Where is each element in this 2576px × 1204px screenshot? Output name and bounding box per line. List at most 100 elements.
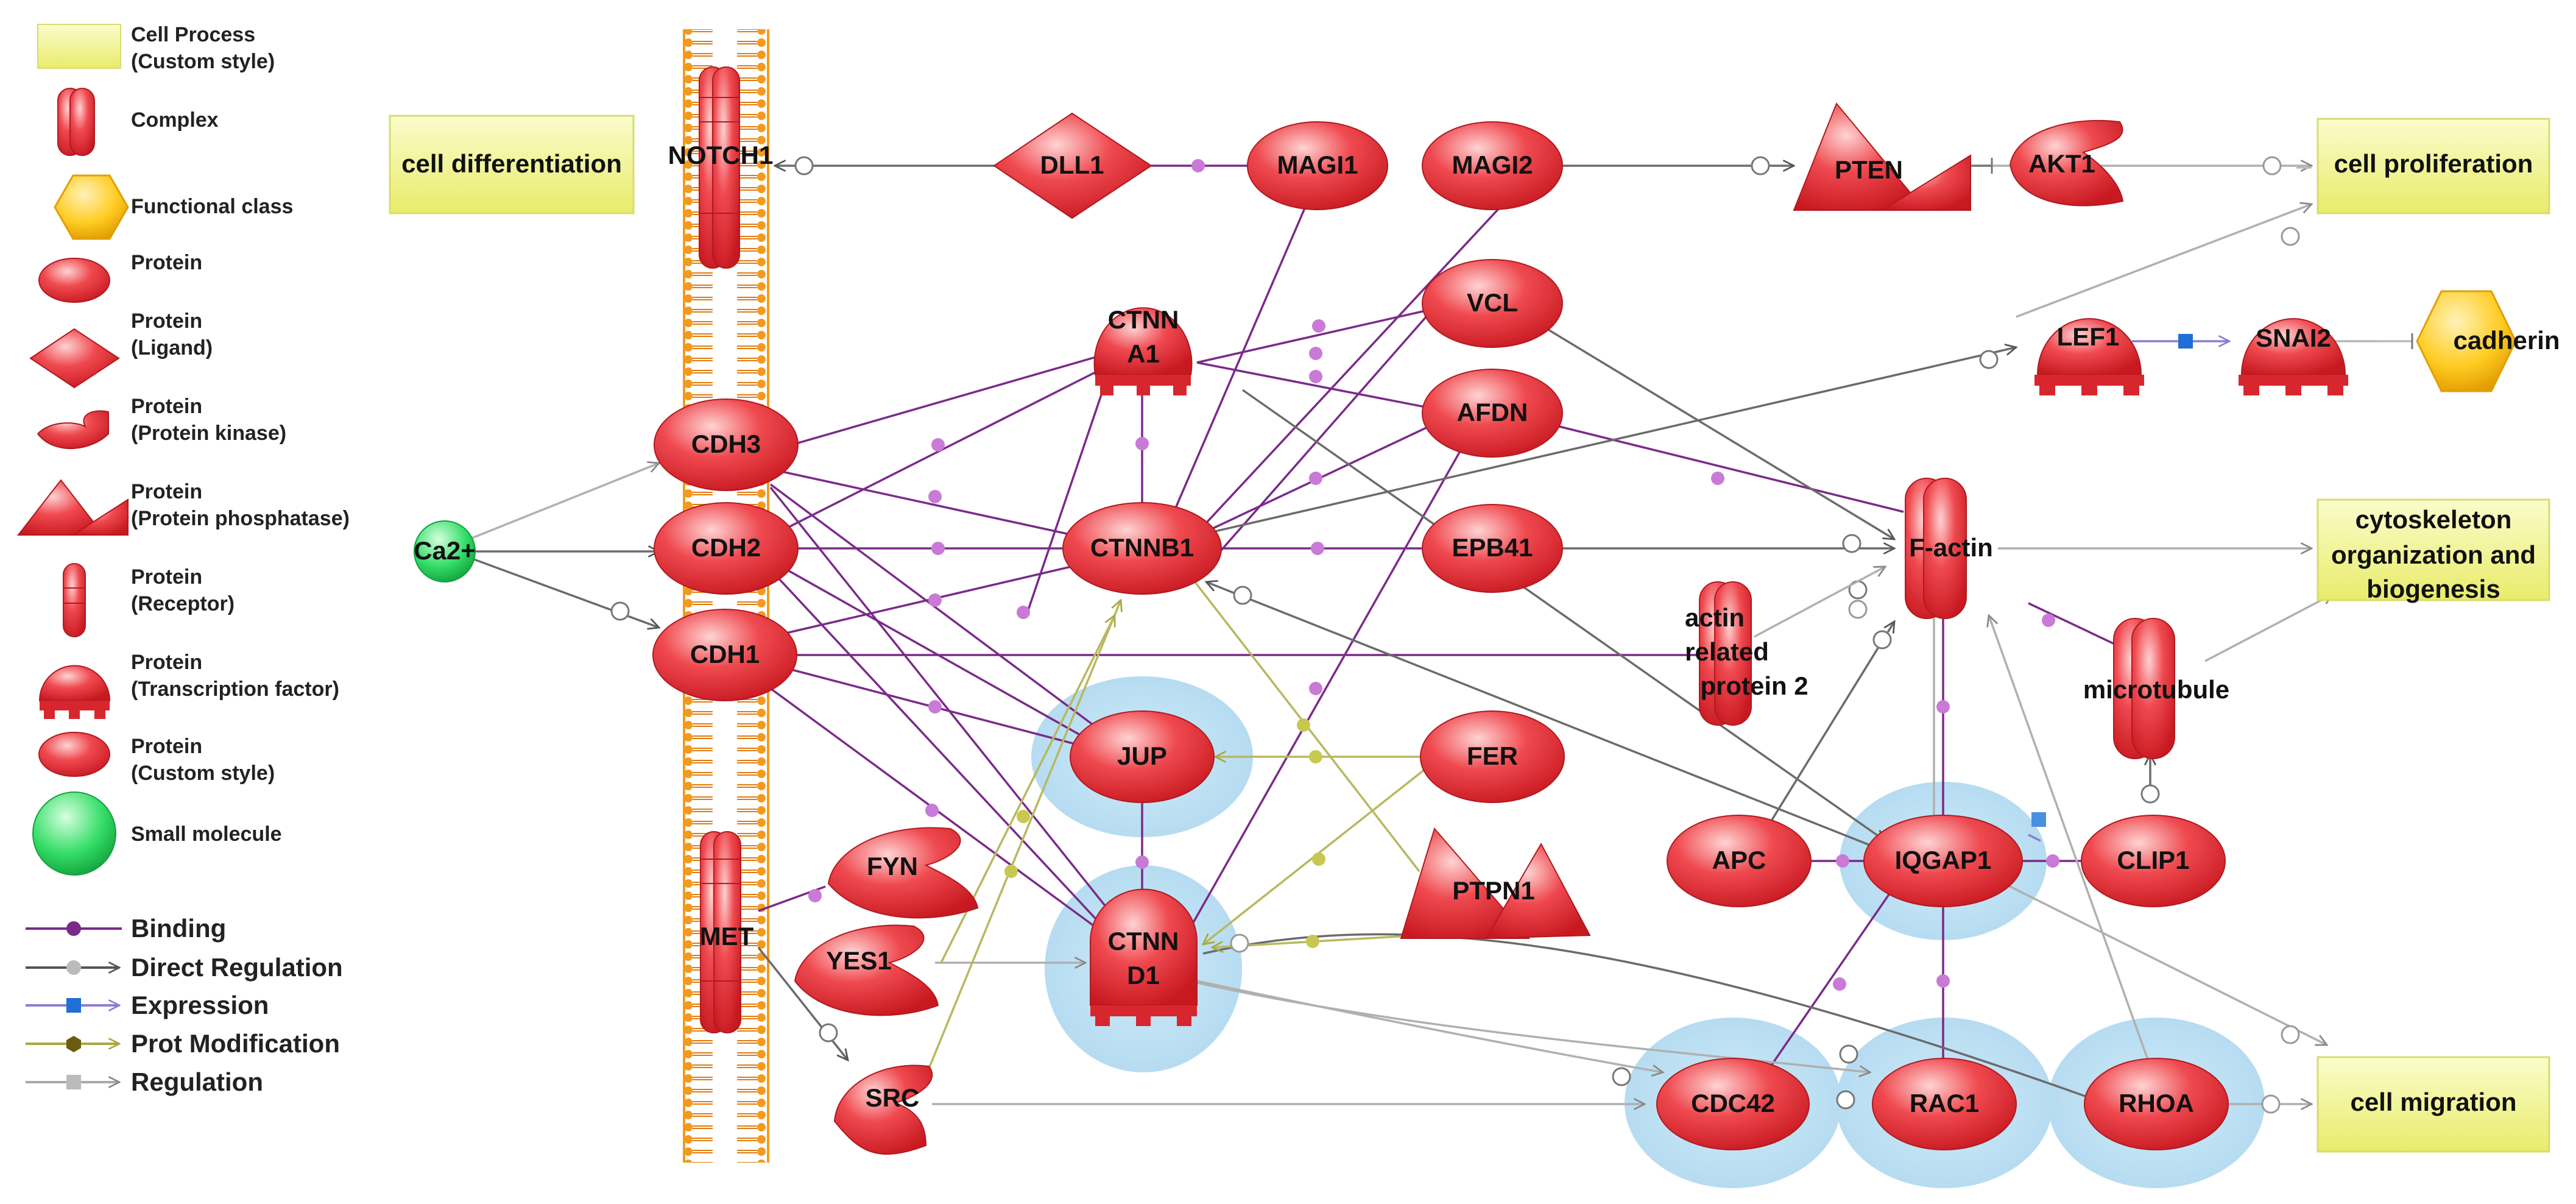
node-yes1[interactable]: YES1 [794, 924, 939, 1016]
svg-text:Protein: Protein [131, 565, 202, 589]
node-met[interactable]: MET [700, 831, 754, 1033]
svg-text:Protein: Protein [131, 735, 202, 758]
node-microtubule[interactable]: microtubule [2083, 618, 2229, 759]
node-actin-related-protein-2[interactable]: actin related protein 2 [1685, 581, 1808, 726]
direct-regulation-dots [610, 156, 2160, 1110]
legend-edge-prot-modification: Prot Modification [26, 1029, 340, 1058]
svg-text:(Receptor): (Receptor) [131, 592, 235, 615]
legend-protein-custom: Protein (Custom style) [38, 732, 275, 785]
node-ctnnb1[interactable]: CTNNB1 [1062, 502, 1222, 595]
protein-icon [38, 258, 110, 303]
svg-text:Functional class: Functional class [131, 195, 293, 218]
svg-text:microtubule: microtubule [2083, 675, 2229, 704]
node-clip1[interactable]: CLIP1 [2081, 815, 2226, 907]
svg-text:Protein: Protein [131, 480, 202, 503]
expression-edges [2028, 341, 2229, 842]
node-akt1[interactable]: AKT1 [2009, 119, 2124, 207]
svg-text:biogenesis: biogenesis [2366, 575, 2500, 603]
node-snai2[interactable]: SNAI2 [2239, 318, 2348, 395]
node-afdn[interactable]: AFDN [1422, 369, 1563, 458]
node-magi2[interactable]: MAGI2 [1422, 121, 1563, 210]
receptor-icon [63, 563, 86, 637]
svg-text:MAGI2: MAGI2 [1452, 150, 1533, 179]
node-src[interactable]: SRC [833, 1064, 933, 1155]
complex-icon [57, 88, 95, 156]
svg-text:protein 2: protein 2 [1700, 671, 1808, 700]
svg-text:CDH2: CDH2 [691, 533, 761, 562]
node-factin[interactable]: F-actin [1905, 478, 1993, 619]
prot-modification-dots [1004, 718, 1325, 948]
node-epb41[interactable]: EPB41 [1422, 504, 1563, 593]
transcription-factor-icon [38, 665, 111, 719]
svg-text:MAGI1: MAGI1 [1277, 150, 1358, 179]
node-fer[interactable]: FER [1420, 710, 1565, 803]
node-pten[interactable]: PTEN [1793, 102, 1971, 211]
svg-text:Complex: Complex [131, 108, 219, 132]
svg-text:CDH1: CDH1 [690, 640, 760, 668]
node-ca[interactable]: Ca2+ [414, 520, 476, 583]
legend-protein: Protein [38, 251, 202, 303]
svg-text:Direct Regulation: Direct Regulation [131, 953, 343, 982]
node-rhoa[interactable]: RHOA [2084, 1058, 2229, 1150]
cell-process-cell-differentiation[interactable]: cell differentiation [389, 115, 635, 214]
svg-text:Binding: Binding [131, 914, 226, 943]
svg-text:NOTCH1: NOTCH1 [668, 141, 774, 169]
svg-text:FER: FER [1467, 742, 1518, 770]
node-ptpn1[interactable]: PTPN1 [1400, 827, 1591, 940]
node-iqgap1[interactable]: IQGAP1 [1863, 815, 2023, 907]
node-cdh2[interactable]: CDH2 [654, 502, 799, 595]
node-vcl[interactable]: VCL [1422, 259, 1563, 348]
cell-process-cytoskeleton-organization[interactable]: cytoskeleton organization and biogenesis [2317, 498, 2550, 603]
legend-functional-class: Functional class [54, 174, 293, 240]
svg-text:Protein: Protein [131, 251, 202, 274]
node-lef1[interactable]: LEF1 [2034, 318, 2144, 395]
regulation-edges [468, 166, 2333, 1104]
svg-text:SNAI2: SNAI2 [2256, 324, 2331, 352]
node-fyn[interactable]: FYN [827, 827, 979, 919]
functional-class-icon [54, 174, 129, 240]
legend-protein-phosphatase: Protein (Protein phosphatase) [16, 479, 350, 536]
svg-text:A1: A1 [1127, 339, 1160, 368]
node-notch1[interactable]: NOTCH1 [668, 66, 774, 269]
svg-text:Regulation: Regulation [131, 1068, 263, 1096]
cell-process-icon [37, 24, 121, 69]
svg-text:cell migration: cell migration [2350, 1088, 2516, 1116]
edges [468, 156, 2413, 1114]
regulation-dots [1848, 156, 2300, 1114]
legend-small-molecule: Small molecule [32, 791, 282, 876]
node-rac1[interactable]: RAC1 [1872, 1058, 2017, 1150]
svg-text:D1: D1 [1127, 961, 1160, 990]
binding-dots [808, 159, 2059, 991]
svg-text:IQGAP1: IQGAP1 [1895, 846, 1992, 874]
node-ctnnd1[interactable]: CTNN D1 [1090, 888, 1198, 1026]
node-jup[interactable]: JUP [1070, 710, 1215, 803]
svg-text:Protein: Protein [131, 310, 202, 333]
svg-text:Small molecule: Small molecule [131, 823, 282, 846]
svg-text:(Custom style): (Custom style) [131, 762, 275, 785]
svg-text:Protein: Protein [131, 651, 202, 674]
svg-text:SRC: SRC [866, 1083, 920, 1112]
node-ctnna1[interactable]: CTNN A1 [1093, 305, 1193, 395]
protein-custom-icon [38, 732, 110, 777]
svg-text:Cell Process: Cell Process [131, 23, 255, 46]
node-cdh3[interactable]: CDH3 [654, 398, 799, 491]
svg-text:(Custom style): (Custom style) [131, 50, 275, 73]
svg-text:Ca2+: Ca2+ [414, 536, 476, 565]
svg-text:RAC1: RAC1 [1910, 1089, 1979, 1117]
node-cdc42[interactable]: CDC42 [1656, 1058, 1810, 1150]
svg-text:CTNNB1: CTNNB1 [1090, 533, 1194, 562]
svg-text:related: related [1685, 637, 1769, 666]
node-cdh1[interactable]: CDH1 [652, 609, 797, 701]
legend-protein-kinase: Protein (Protein kinase) [37, 395, 286, 450]
svg-text:JUP: JUP [1117, 742, 1167, 770]
expression-marker [2178, 334, 2193, 349]
node-cadherin[interactable]: cadherin [2416, 290, 2560, 392]
svg-text:PTEN: PTEN [1835, 155, 1903, 184]
cell-process-cell-proliferation[interactable]: cell proliferation [2317, 118, 2550, 214]
node-apc[interactable]: APC [1667, 815, 1812, 907]
svg-text:cadherin: cadherin [2453, 326, 2560, 355]
node-magi1[interactable]: MAGI1 [1247, 121, 1388, 210]
node-dll1[interactable]: DLL1 [993, 112, 1152, 219]
cell-process-cell-migration[interactable]: cell migration [2317, 1056, 2550, 1153]
